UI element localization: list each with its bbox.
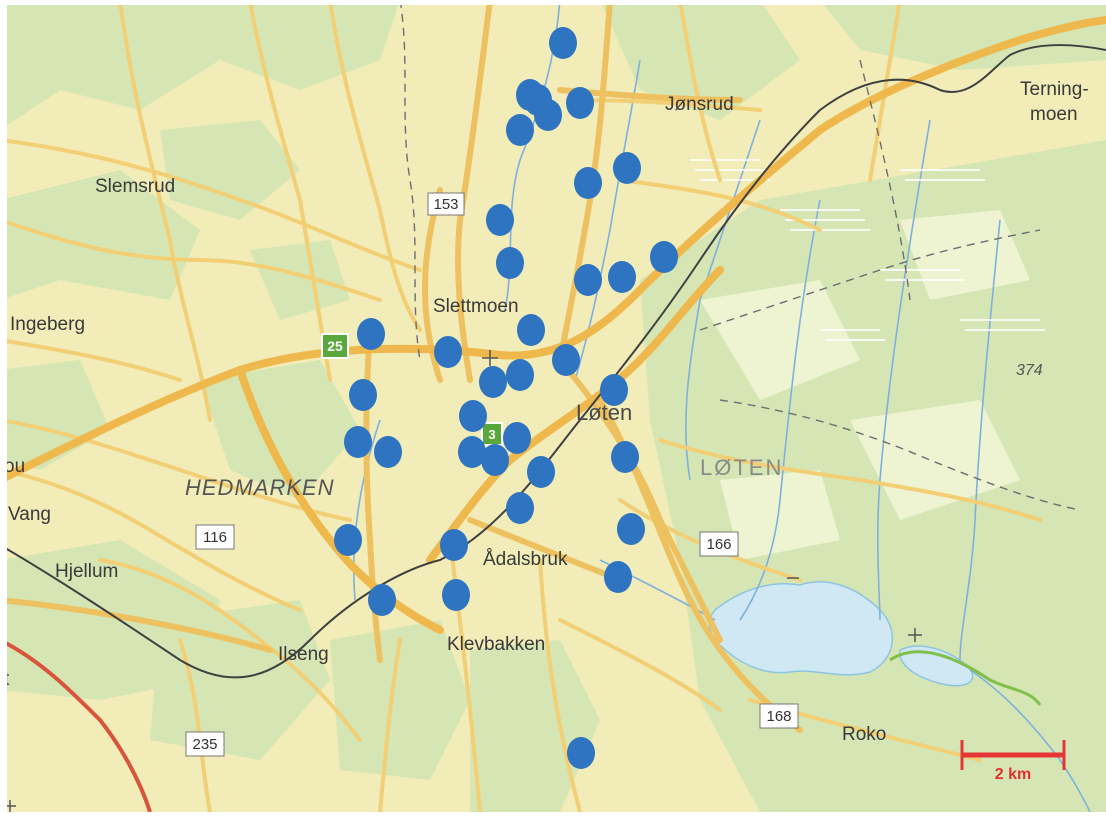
circle-marker-icon[interactable] bbox=[534, 99, 562, 131]
circle-marker-icon[interactable] bbox=[650, 241, 678, 273]
place-label-klevbakken: Klevbakken bbox=[447, 634, 545, 655]
boundaries bbox=[399, 0, 1081, 511]
road-shield-116: 116 bbox=[195, 524, 235, 550]
place-label-terningmoen-2: moen bbox=[1030, 104, 1078, 125]
region-label-loten: LØTEN bbox=[700, 455, 783, 480]
road-shield-166: 166 bbox=[699, 531, 739, 557]
pond bbox=[899, 645, 974, 687]
circle-marker-icon[interactable] bbox=[617, 513, 645, 545]
circle-marker-icon[interactable] bbox=[481, 444, 509, 476]
circle-marker-icon[interactable] bbox=[506, 492, 534, 524]
circle-marker-icon[interactable] bbox=[349, 379, 377, 411]
road-shield-166-label: 166 bbox=[706, 536, 731, 553]
lake bbox=[708, 581, 894, 676]
circle-marker-icon[interactable] bbox=[440, 529, 468, 561]
scale-bar-label: 2 km bbox=[995, 766, 1031, 783]
circle-marker-icon[interactable] bbox=[486, 204, 514, 236]
road-shield-168: 168 bbox=[759, 703, 799, 729]
road-shield-235-label: 235 bbox=[192, 736, 217, 753]
circle-marker-icon[interactable] bbox=[566, 87, 594, 119]
clearings bbox=[700, 210, 1030, 560]
place-label-adalsbruk: Ådalsbruk bbox=[483, 549, 568, 570]
map-frame-left bbox=[0, 0, 7, 812]
road-shield-153: 153 bbox=[427, 192, 465, 216]
road-shield-168-label: 168 bbox=[766, 708, 791, 725]
circle-marker-icon[interactable] bbox=[517, 314, 545, 346]
place-labels: Jønsrud Terning- moen Slemsrud Slettmoen… bbox=[4, 79, 1089, 745]
circle-marker-icon[interactable] bbox=[567, 737, 595, 769]
circle-marker-icon[interactable] bbox=[574, 264, 602, 296]
road-shield-153-label: 153 bbox=[433, 196, 458, 213]
region-label-hedmarken: HEDMARKEN bbox=[185, 475, 335, 500]
place-label-hjellum: Hjellum bbox=[55, 561, 118, 582]
road-shield-235: 235 bbox=[185, 731, 225, 757]
circle-marker-icon[interactable] bbox=[552, 344, 580, 376]
circle-marker-icon[interactable] bbox=[479, 366, 507, 398]
circle-marker-icon[interactable] bbox=[506, 114, 534, 146]
road-shields: 153 25 116 166 168 235 3 bbox=[185, 192, 799, 757]
road-shield-25: 25 bbox=[321, 333, 349, 359]
circle-marker-icon[interactable] bbox=[549, 27, 577, 59]
place-label-roko: Roko bbox=[842, 724, 886, 745]
place-label-slettmoen: Slettmoen bbox=[433, 296, 519, 317]
marker-layer[interactable] bbox=[334, 27, 678, 769]
circle-marker-icon[interactable] bbox=[600, 374, 628, 406]
trunk-road bbox=[0, 638, 152, 813]
place-label-ou: ou bbox=[4, 456, 25, 477]
map-frame-top bbox=[0, 0, 1106, 5]
circle-marker-icon[interactable] bbox=[613, 152, 641, 184]
circle-marker-icon[interactable] bbox=[357, 318, 385, 350]
circle-marker-icon[interactable] bbox=[527, 456, 555, 488]
circle-marker-icon[interactable] bbox=[334, 524, 362, 556]
minor-roads bbox=[0, 0, 1042, 814]
circle-marker-icon[interactable] bbox=[344, 426, 372, 458]
circle-marker-icon[interactable] bbox=[458, 436, 486, 468]
circle-marker-icon[interactable] bbox=[368, 584, 396, 616]
scale-bar: 2 km bbox=[960, 740, 1066, 783]
road-shield-116-label: 116 bbox=[203, 529, 227, 546]
green-route bbox=[889, 650, 1042, 706]
circle-marker-icon[interactable] bbox=[574, 167, 602, 199]
circle-marker-icon[interactable] bbox=[503, 422, 531, 454]
road-shield-3: 3 bbox=[481, 422, 503, 446]
marsh-lines bbox=[690, 159, 1045, 341]
circle-marker-icon[interactable] bbox=[374, 436, 402, 468]
circle-marker-icon[interactable] bbox=[608, 261, 636, 293]
place-label-ilseng: Ilseng bbox=[278, 644, 329, 665]
map-symbols bbox=[4, 350, 922, 812]
circle-marker-icon[interactable] bbox=[442, 579, 470, 611]
elevation-label-374: 374 bbox=[1016, 362, 1043, 379]
place-label-jonsrud: Jønsrud bbox=[665, 94, 734, 115]
place-label-ingeberg: Ingeberg bbox=[10, 314, 85, 335]
place-label-vang: Vang bbox=[8, 504, 51, 525]
circle-marker-icon[interactable] bbox=[506, 359, 534, 391]
circle-marker-icon[interactable] bbox=[434, 336, 462, 368]
place-label-loten-town: Løten bbox=[576, 400, 632, 425]
road-shield-3-label: 3 bbox=[488, 427, 495, 442]
road-shield-25-label: 25 bbox=[327, 338, 343, 354]
circle-marker-icon[interactable] bbox=[611, 441, 639, 473]
circle-marker-icon[interactable] bbox=[459, 400, 487, 432]
place-label-slemsrud: Slemsrud bbox=[95, 176, 175, 197]
circle-marker-icon[interactable] bbox=[496, 247, 524, 279]
main-roads bbox=[0, 16, 1106, 634]
place-label-terningmoen-1: Terning- bbox=[1020, 79, 1089, 100]
circle-marker-icon[interactable] bbox=[604, 561, 632, 593]
